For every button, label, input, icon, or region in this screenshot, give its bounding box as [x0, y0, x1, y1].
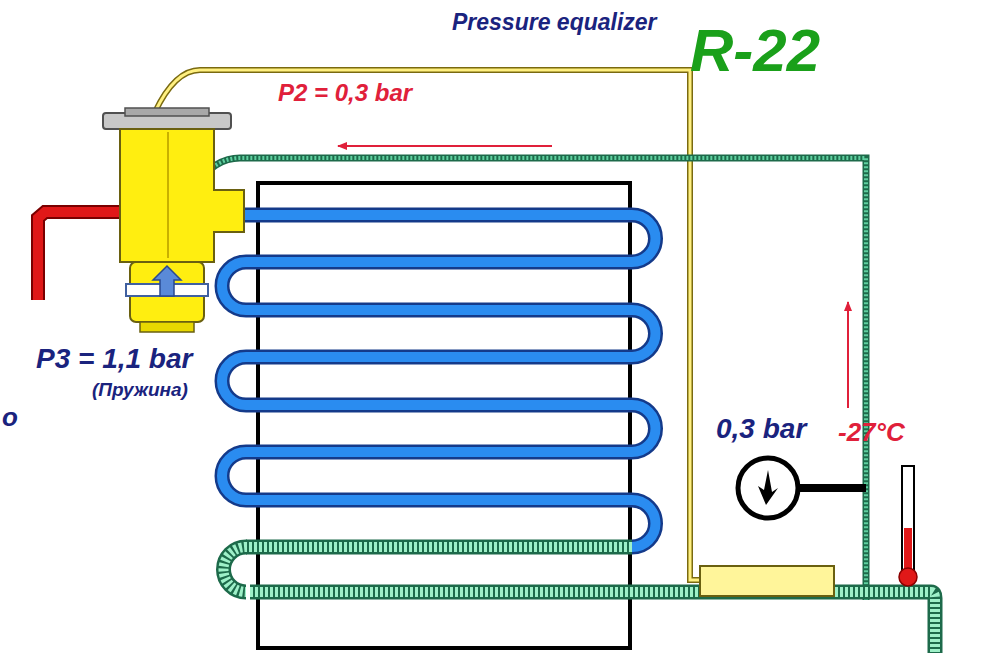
refrigerant-name: R-22 — [690, 18, 820, 84]
inlet-tube — [38, 212, 125, 300]
flow-arrow — [338, 145, 552, 147]
gauge-reading: 0,3 bar — [716, 414, 806, 445]
coil-tube — [250, 592, 935, 653]
equalizer-line — [155, 70, 700, 580]
pressure-gauge — [738, 458, 798, 518]
gauge-needle — [758, 470, 778, 505]
text-fragment: o — [2, 403, 18, 432]
evaporator-coil — [222, 215, 935, 653]
sensing-bulb — [700, 566, 834, 596]
coil-tube — [250, 592, 935, 653]
thermometer — [904, 528, 912, 572]
line-name: Pressure equalizer — [452, 10, 657, 35]
flow-arrow — [847, 302, 849, 408]
thermometer-bulb — [899, 568, 917, 586]
spring-pressure: P3 = 1,1 bar — [36, 344, 192, 375]
part-name: (Пружина) — [92, 380, 188, 401]
pressure-value: P2 = 0,3 bar — [278, 80, 412, 106]
coil-tube — [246, 542, 247, 552]
expansion-valve — [103, 108, 244, 332]
temperature-reading: -27°C — [838, 418, 905, 447]
evaporator-frame — [258, 183, 630, 648]
suction-sense-line — [196, 158, 866, 600]
inlet-tube — [38, 212, 125, 300]
equalizer-line — [155, 70, 700, 580]
suction-sense-line — [196, 158, 866, 600]
gauge-stem — [798, 484, 866, 492]
coil-tube — [246, 540, 247, 555]
